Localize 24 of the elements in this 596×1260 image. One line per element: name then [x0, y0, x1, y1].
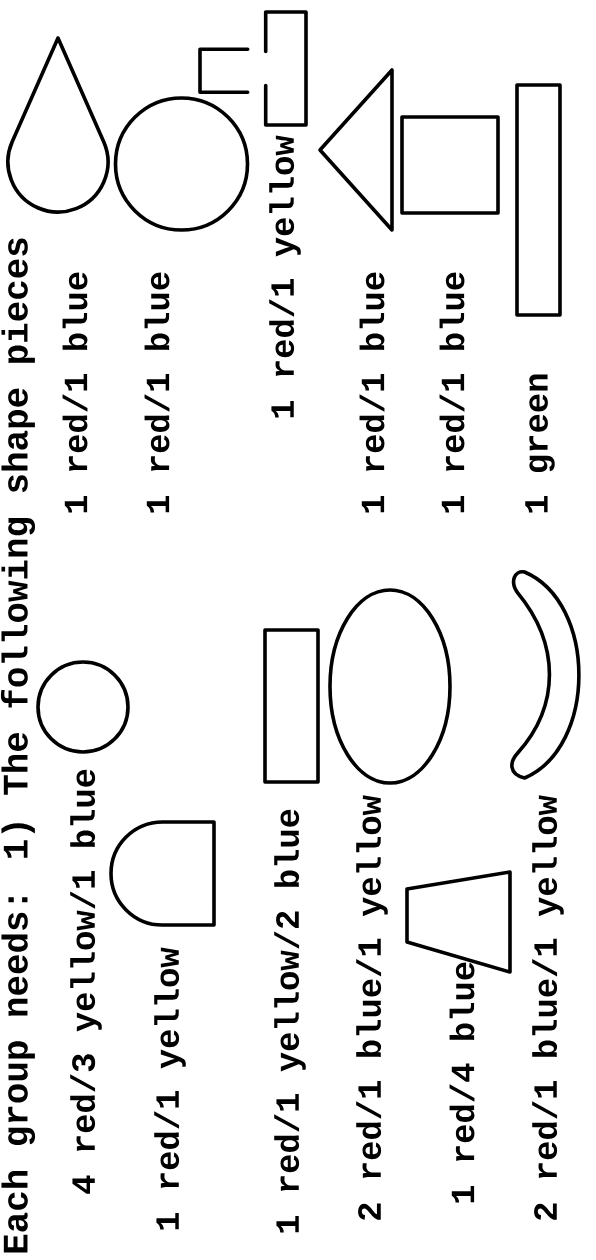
- piece-count: 2 red/1 blue/1 yellow: [356, 795, 388, 1220]
- piece-count: 2 red/1 blue/1 yellow: [532, 795, 564, 1220]
- rectangle-shape: [263, 628, 320, 784]
- bar-shape: [515, 83, 562, 317]
- circle-shape: [36, 660, 130, 754]
- heading: Each group needs: 1) The following shape pieces: [0, 238, 36, 1253]
- triangle-shape: [318, 68, 394, 232]
- arch-shape: [109, 820, 216, 927]
- piece-count: 1 red/1 blue: [144, 272, 170, 513]
- piece-count: 1 red/1 blue: [439, 272, 465, 513]
- piece-count: 1 green: [525, 374, 555, 513]
- piece-count: 1 red/1 yellow: [154, 947, 186, 1230]
- oval-shape: [328, 588, 452, 785]
- piece-count: 1 red/1 yellow/2 blue: [274, 809, 306, 1233]
- piece-count: 1 red/1 blue: [62, 272, 88, 513]
- rectangle-shape: [400, 115, 500, 215]
- piece-count: 1 red/1 yellow: [269, 135, 301, 418]
- piece-count: 1 red/1 blue: [359, 272, 385, 513]
- piece-count: 4 red/3 yellow/1 blue: [70, 769, 102, 1194]
- piece-count: 1 red/4 blue: [449, 962, 475, 1203]
- bracket-shape: [198, 10, 308, 127]
- teardrop-shape: [6, 36, 110, 214]
- circle-shape: [113, 96, 250, 232]
- crescent-shape: [510, 570, 581, 780]
